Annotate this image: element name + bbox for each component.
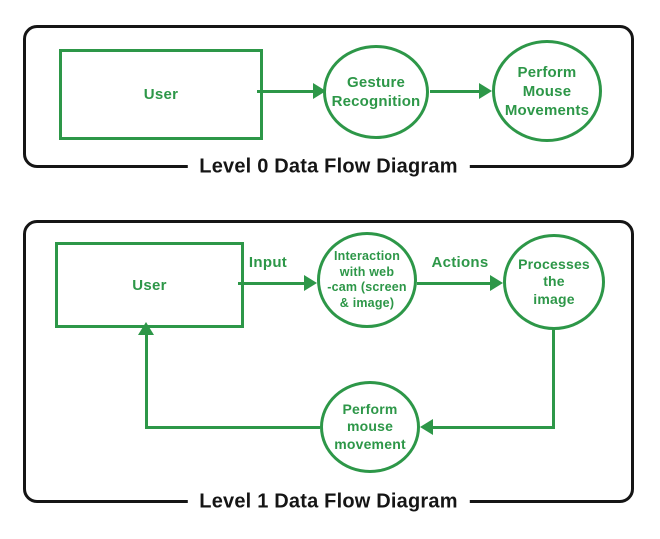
level1-processes-image-node: Processes the image [503,234,605,330]
level1-user-node: User [55,242,244,328]
input-edge-label: Input [248,254,288,271]
level0-flow-line-user-to-gesture [257,90,314,93]
arrowhead-right-icon [479,83,492,99]
level1-flow-line-to-perform [433,426,555,429]
level1-flow-line-interaction-to-processes [417,282,490,285]
arrowhead-left-icon [420,419,433,435]
level1-interaction-webcam-node: Interaction with web -cam (screen & imag… [317,232,417,328]
level0-user-node: User [59,49,263,140]
actions-edge-label: Actions [431,254,489,271]
level1-perform-mouse-movement-node: Perform mouse movement [320,381,420,473]
level0-panel-title: Level 0 Data Flow Diagram [187,155,470,179]
arrowhead-right-icon [490,275,503,291]
arrowhead-up-icon [138,322,154,335]
level1-flow-line-processes-down [552,329,555,429]
level0-perform-mouse-movements-node: Perform Mouse Movements [492,40,602,142]
level1-flow-line-up-to-user [145,334,148,429]
arrowhead-right-icon [313,83,326,99]
level1-panel: User Input Interaction with web -cam (sc… [23,220,634,514]
level1-panel-title: Level 1 Data Flow Diagram [187,490,470,514]
level0-flow-line-gesture-to-perform [430,90,480,93]
level0-panel: User Gesture Recognition Perform Mouse M… [23,25,634,179]
level0-user-label: User [143,86,179,103]
level1-flow-line-perform-left [145,426,320,429]
level1-user-label: User [132,276,167,294]
level0-gesture-recognition-node: Gesture Recognition [323,45,429,139]
arrowhead-right-icon [304,275,317,291]
level1-flow-line-user-to-interaction [238,282,304,285]
